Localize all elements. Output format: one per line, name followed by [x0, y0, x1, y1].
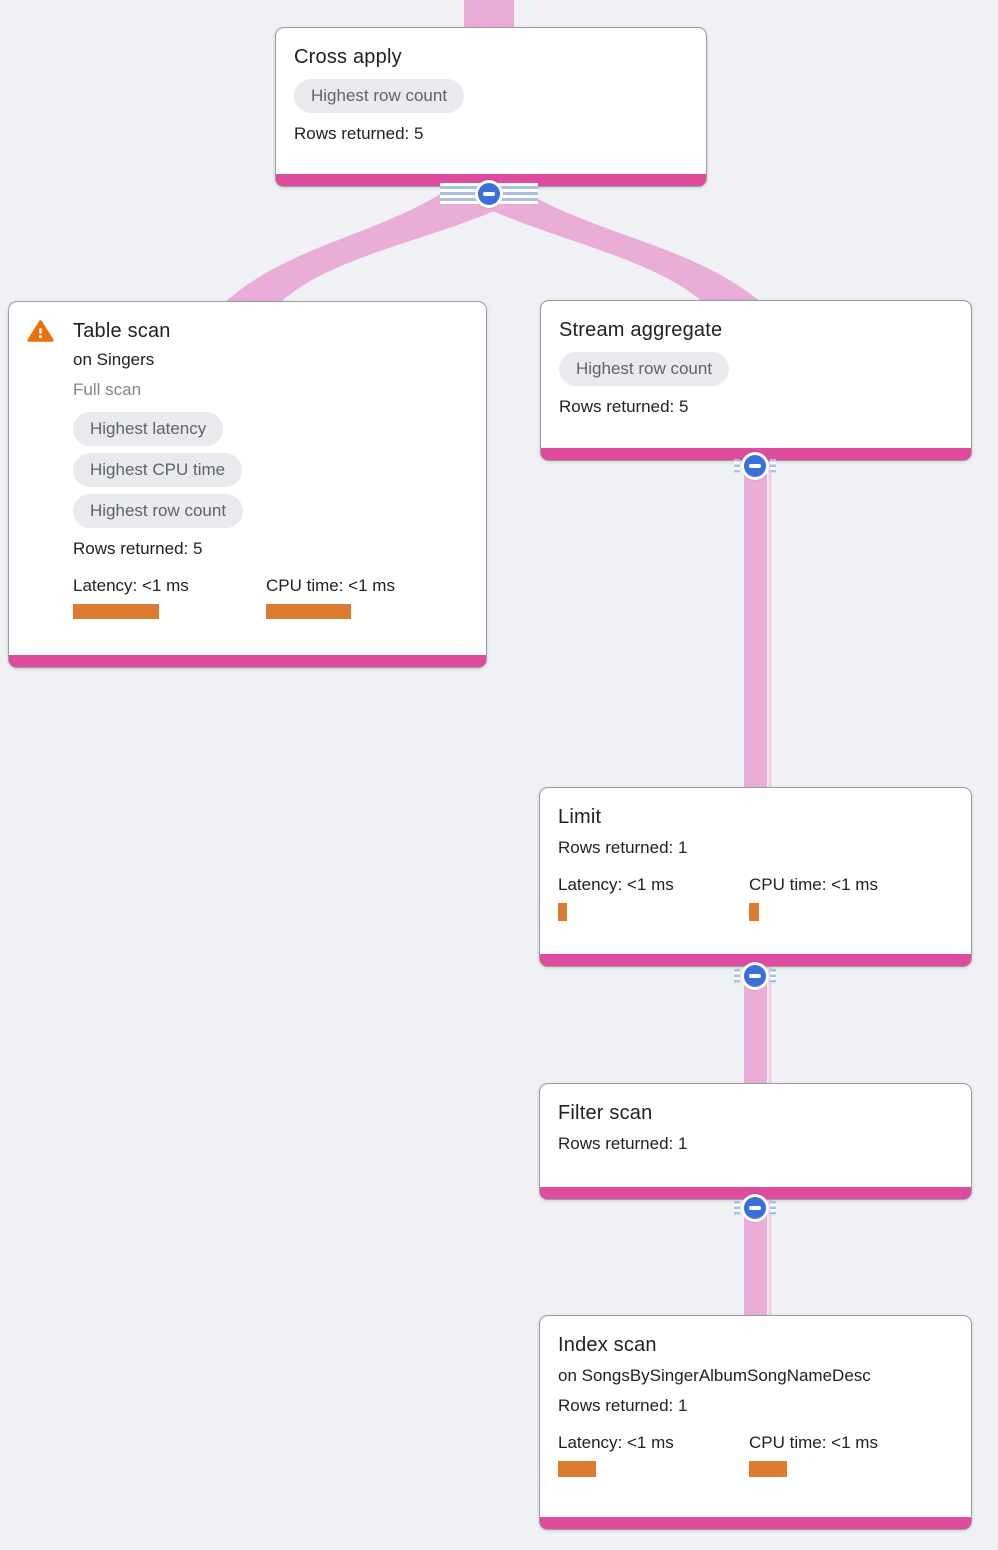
flow-edge-highlight	[768, 962, 772, 1088]
flow-edge-to-stream-aggregate	[455, 192, 762, 303]
node-accent-bar	[540, 954, 971, 966]
minus-icon	[744, 965, 766, 987]
plan-node-stream-aggregate[interactable]: Stream aggregate Highest row count Rows …	[540, 300, 972, 461]
minus-icon	[744, 1197, 766, 1219]
latency-label: Latency: <1 ms	[558, 1433, 674, 1452]
collapse-button-filter-scan[interactable]	[741, 1194, 769, 1222]
cpu-time-bar	[266, 604, 351, 619]
cpu-time-bar	[749, 1461, 787, 1477]
rows-returned: Rows returned: 1	[558, 1396, 688, 1415]
latency-label: Latency: <1 ms	[558, 875, 674, 894]
badge-highest-cpu-time: Highest CPU time	[73, 453, 243, 487]
node-title: Filter scan	[558, 1102, 653, 1124]
latency-label: Latency: <1 ms	[73, 576, 189, 595]
latency-bar	[73, 604, 159, 619]
badge-highest-row-count: Highest row count	[73, 494, 244, 528]
rows-returned: Rows returned: 5	[73, 539, 203, 558]
rows-returned: Rows returned: 1	[558, 1134, 688, 1153]
plan-node-cross-apply[interactable]: Cross apply Highest row count Rows retur…	[275, 27, 707, 187]
plan-node-table-scan[interactable]: Table scan on Singers Full scan Highest …	[8, 301, 487, 668]
plan-node-filter-scan[interactable]: Filter scan Rows returned: 1	[539, 1083, 972, 1200]
cpu-time-bar	[749, 903, 759, 921]
flow-edge-to-filter-scan	[744, 962, 767, 1088]
node-title: Limit	[558, 806, 602, 828]
flow-edge-highlight	[768, 452, 772, 792]
node-accent-bar	[540, 1187, 971, 1199]
plan-node-index-scan[interactable]: Index scan on SongsBySingerAlbumSongName…	[539, 1315, 972, 1530]
cpu-time-label: CPU time: <1 ms	[749, 875, 878, 894]
latency-bar	[558, 1461, 596, 1477]
node-accent-bar	[9, 655, 486, 667]
latency-bar	[558, 903, 567, 921]
flow-edge-to-table-scan	[224, 192, 523, 303]
edge-stripes	[734, 459, 740, 473]
rows-returned: Rows returned: 5	[559, 397, 689, 416]
flow-edge-to-index-scan	[744, 1196, 767, 1320]
node-accent-bar	[540, 1517, 971, 1529]
node-title: Index scan	[558, 1334, 657, 1356]
edge-stripes	[734, 1201, 740, 1215]
plan-node-limit[interactable]: Limit Rows returned: 1 Latency: <1 ms CP…	[539, 787, 972, 967]
edge-stripes	[734, 969, 740, 983]
node-title: Cross apply	[294, 46, 402, 68]
node-title: Stream aggregate	[559, 319, 723, 341]
rows-returned: Rows returned: 1	[558, 838, 688, 857]
cpu-time-label: CPU time: <1 ms	[749, 1433, 878, 1452]
flow-edge-to-limit	[744, 452, 767, 792]
minus-icon	[478, 183, 500, 205]
scan-type: Full scan	[73, 380, 142, 399]
flow-edge-root	[464, 0, 514, 30]
edge-stripes	[770, 1201, 776, 1215]
edge-stripes	[770, 459, 776, 473]
node-subtitle: on Singers	[73, 350, 155, 369]
badge-highest-latency: Highest latency	[73, 412, 224, 446]
warning-icon	[27, 320, 54, 342]
badge-highest-row-count: Highest row count	[294, 79, 465, 113]
node-title: Table scan	[73, 320, 171, 342]
cpu-time-label: CPU time: <1 ms	[266, 576, 395, 595]
collapse-button-limit[interactable]	[741, 962, 769, 990]
collapse-button-stream-aggregate[interactable]	[741, 452, 769, 480]
badge-highest-row-count: Highest row count	[559, 352, 730, 386]
minus-icon	[744, 455, 766, 477]
collapse-button-cross-apply[interactable]	[475, 180, 503, 208]
rows-returned: Rows returned: 5	[294, 124, 424, 143]
node-subtitle: on SongsBySingerAlbumSongNameDesc	[558, 1366, 871, 1385]
edge-stripes	[770, 969, 776, 983]
flow-edge-highlight	[768, 1196, 772, 1320]
